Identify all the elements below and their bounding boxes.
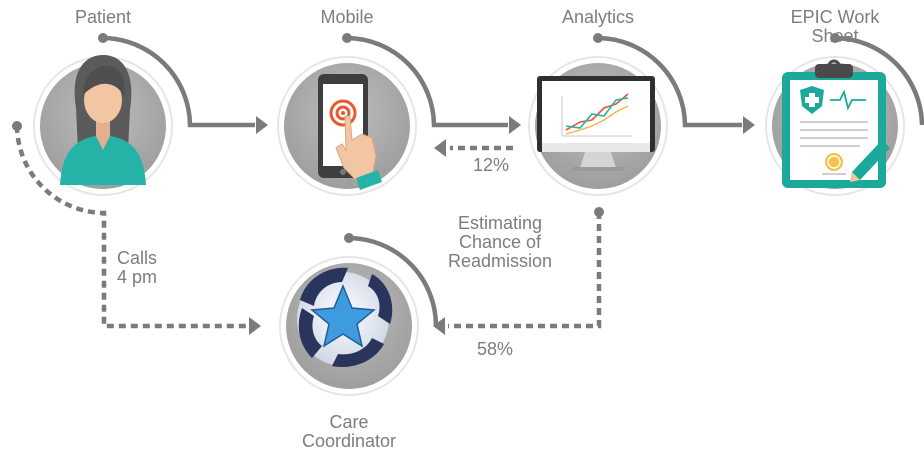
clipboard-document-icon [782,59,890,188]
analytics-node [528,56,668,196]
estimating-label-line2: Chance of [458,232,542,252]
arrow-head [743,116,755,134]
epic-label-line1: EPIC Work [790,7,880,27]
dashed-analytics-to-care [448,212,602,329]
arrow-head [433,317,445,335]
arrow-head [434,139,446,157]
dot [830,33,840,43]
calls-label-line1: Calls [117,248,158,268]
monitor-chart-icon [537,76,655,171]
person-icon [60,55,146,185]
mobile-node [277,56,417,196]
connector-patient-to-mobile [102,35,255,128]
dot [98,33,108,43]
epic-node [765,56,905,196]
pct-58-label: 58% [476,339,514,359]
epic-arc [834,35,924,126]
care-label-line2: Coordinator [301,431,397,451]
care-label-line1: Care [329,412,369,432]
estimating-label-line1: Estimating [457,213,543,233]
analytics-label: Analytics [561,7,635,27]
smartphone-touch-icon [318,74,382,190]
estimating-label-line3: Readmission [447,251,553,271]
mobile-label: Mobile [320,7,374,27]
connector-mobile-to-analytics [346,35,508,128]
arrow-head [256,116,268,134]
dot [344,233,354,243]
dashed-patient-to-care [14,125,250,329]
dot [342,33,352,43]
patient-label: Patient [74,7,132,27]
pct-12-label: 12% [472,155,510,175]
care-arc [348,235,439,327]
dot [594,207,604,217]
arrow-head [249,317,261,335]
dot [593,33,603,43]
dot [12,121,22,131]
connector-analytics-to-epic [597,35,742,128]
care-coordinator-node [279,256,419,396]
patient-node [33,55,173,196]
epic-label-line2: Sheet [811,26,859,46]
arrow-head [509,116,521,134]
star-logo-icon [297,267,393,368]
calls-label-line2: 4 pm [117,267,158,287]
